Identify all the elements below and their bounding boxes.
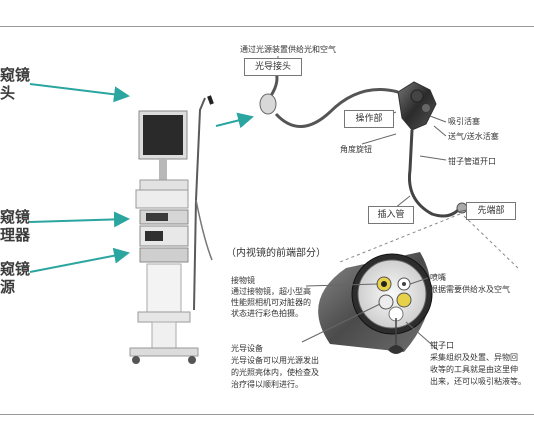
forceps-channel-note: 钳子口 采集组织及处置、异物回 收等的工具就是由这里伸 出来，还可以吸引粘液等。 [430,341,526,386]
light-air-caption: 通过光源装置供给光和空气 [240,45,336,54]
insertion-tube-box: 插入管 [368,206,414,224]
distal-tip-closeup [318,252,433,354]
operation-part-box: 操作部 [344,110,394,128]
air-water-valve-label: 送气/送水活塞 [448,132,499,141]
endoscope-head-label: 窥镜头 [0,66,31,102]
callout-leaders [277,56,467,213]
suction-valve-label: 吸引活塞 [448,117,480,126]
endoscopy-cart [129,95,214,364]
distal-end-box: 先端部 [466,202,516,220]
distal-section-title: （内视镜的前端部分） [226,248,326,259]
forceps-port-label: 钳子管道开口 [448,157,496,166]
magnify-lines [339,213,521,271]
endoscope-processor-label: 窥镜理器 [0,208,31,244]
endoscope [259,71,468,218]
nozzle-note: 喷嘴 根据需要供给水及空气 [430,273,510,294]
light-guide-note: 光导设备 光导设备可以用光源发出 的光照亮体内，使检查及 治疗得以顺利进行。 [231,344,319,389]
objective-lens-note: 接物镜 通过接物镜，超小型高 性能照相机可对脏器的 状态进行彩色拍摄。 [231,276,311,318]
endoscope-light-source-label: 窥镜源 [0,260,31,296]
angle-knob-label: 角度旋钮 [340,145,372,154]
teal-arrows [29,83,254,273]
light-guide-connector-box: 光导接头 [244,58,302,76]
bottom-divider [0,414,534,415]
top-divider [0,26,534,27]
